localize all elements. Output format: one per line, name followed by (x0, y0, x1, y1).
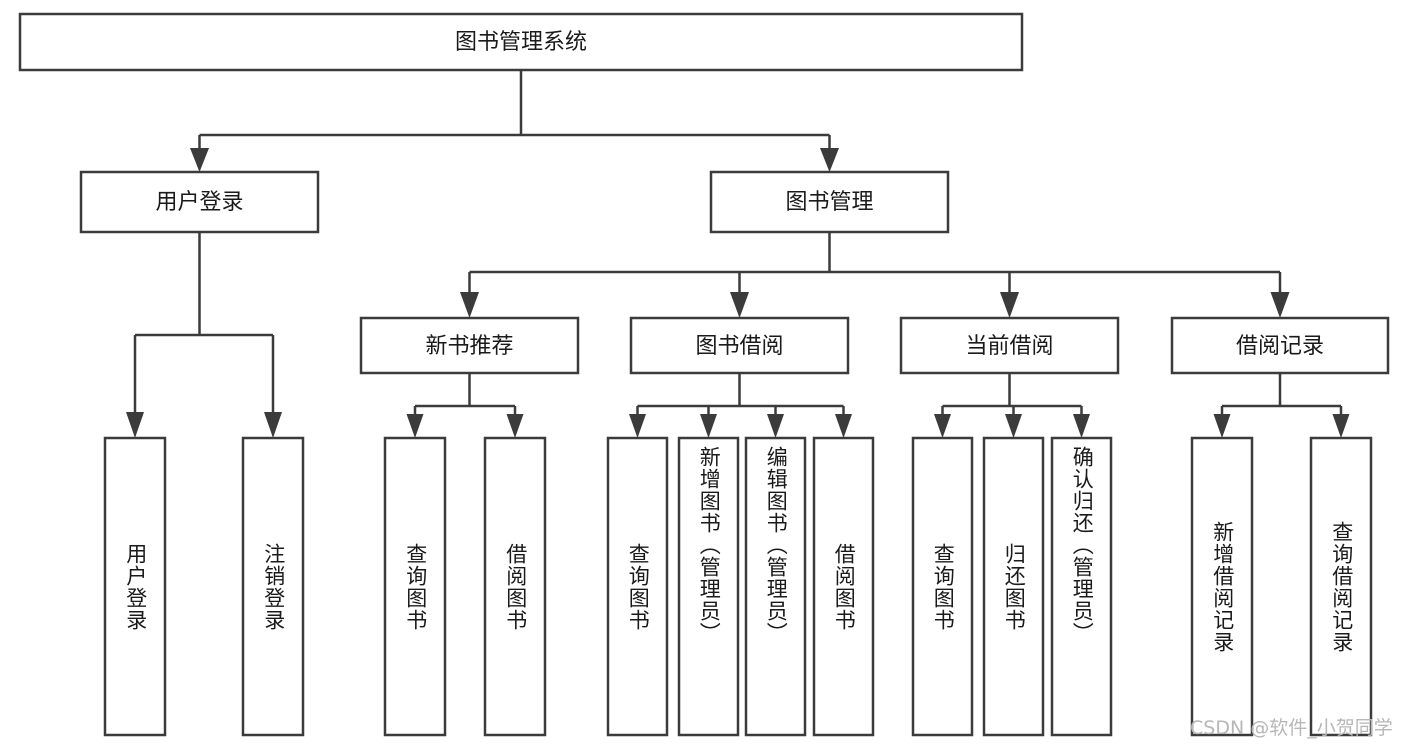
node-current-borrow-box[interactable] (899, 316, 1120, 375)
node-current-borrow-label: 当前借阅 (965, 334, 1053, 359)
arrow-to-user-login (190, 148, 209, 172)
connector-book-management-bus (468, 232, 1282, 304)
arrow-to-leaf-user-login (126, 412, 144, 438)
arrow-to-leaf-add-record (1213, 414, 1231, 438)
node-leaf-return-book-box[interactable] (982, 436, 1045, 737)
node-book-management-label: 图书管理 (785, 190, 873, 215)
connector-borrow-records-bus (1220, 373, 1343, 424)
connectors-layer (126, 70, 1350, 438)
arrow-to-leaf-add-book (700, 414, 717, 438)
connector-user-login-bus (133, 232, 275, 424)
arrow-to-leaf-query-book-current (934, 414, 951, 438)
node-leaf-user-login-box[interactable] (103, 436, 167, 737)
csdn-watermark: CSDN @软件_小贺同学 (1190, 717, 1393, 739)
node-leaf-add-book-box[interactable] (677, 436, 740, 737)
node-book-management-box[interactable] (709, 170, 950, 234)
boxes-layer: 图书管理系统 用户登录 图书管理 新书推荐 图书借阅 当前 (18, 12, 1390, 737)
node-leaf-query-book-borrow-box[interactable] (606, 436, 669, 737)
node-new-book-recommend[interactable]: 新书推荐 (359, 316, 580, 375)
arrow-to-leaf-query-record (1332, 414, 1350, 438)
arrow-to-current-borrow (1000, 292, 1019, 318)
node-leaf-confirm-return-box[interactable] (1050, 436, 1113, 737)
node-root-box[interactable] (18, 12, 1024, 72)
arrow-to-leaf-query-book-borrow (629, 414, 646, 438)
node-new-book-recommend-box[interactable] (359, 316, 580, 375)
node-book-borrow[interactable]: 图书借阅 (629, 316, 850, 375)
node-user-login-label: 用户登录 (155, 190, 243, 215)
arrow-to-leaf-borrow-book (835, 414, 852, 438)
node-root-label: 图书管理系统 (455, 30, 587, 55)
node-leaf-query-book-rec-box[interactable] (383, 436, 447, 737)
connector-book-borrow-bus (636, 373, 845, 424)
arrow-to-leaf-logout (264, 412, 282, 438)
connector-root-bus (198, 70, 831, 158)
node-book-borrow-box[interactable] (629, 316, 850, 375)
arrow-to-leaf-return-book (1005, 414, 1022, 438)
node-current-borrow[interactable]: 当前借阅 (899, 316, 1120, 375)
node-user-login-box[interactable] (79, 170, 320, 234)
node-borrow-records-label: 借阅记录 (1236, 334, 1324, 359)
arrow-to-leaf-borrow-book-rec (506, 414, 524, 438)
node-user-login[interactable]: 用户登录 (79, 170, 320, 234)
arrow-to-book-borrow (730, 292, 749, 318)
node-borrow-records-box[interactable] (1170, 316, 1390, 375)
node-leaf-query-record-box[interactable] (1309, 436, 1373, 737)
node-leaf-logout-box[interactable] (241, 436, 305, 737)
node-borrow-records[interactable]: 借阅记录 (1170, 316, 1390, 375)
node-root[interactable]: 图书管理系统 (18, 12, 1024, 72)
node-leaf-query-book-current-box[interactable] (911, 436, 974, 737)
node-leaf-edit-book-box[interactable] (744, 436, 807, 737)
node-new-book-recommend-label: 新书推荐 (425, 334, 513, 359)
node-leaf-borrow-book-box[interactable] (812, 436, 875, 737)
node-book-management[interactable]: 图书管理 (709, 170, 950, 234)
arrow-to-leaf-edit-book (767, 414, 784, 438)
node-leaf-borrow-book-rec-box[interactable] (483, 436, 547, 737)
arrow-to-book-management (820, 148, 839, 172)
arrow-to-leaf-confirm-return (1073, 414, 1090, 438)
node-leaf-add-record-box[interactable] (1190, 436, 1254, 737)
node-book-borrow-label: 图书借阅 (695, 334, 783, 359)
connector-new-book-recommend-bus (413, 373, 517, 424)
arrow-to-new-book-recommend (460, 292, 479, 318)
arrow-to-leaf-query-book-rec (406, 414, 424, 438)
arrow-to-borrow-records (1270, 292, 1290, 318)
